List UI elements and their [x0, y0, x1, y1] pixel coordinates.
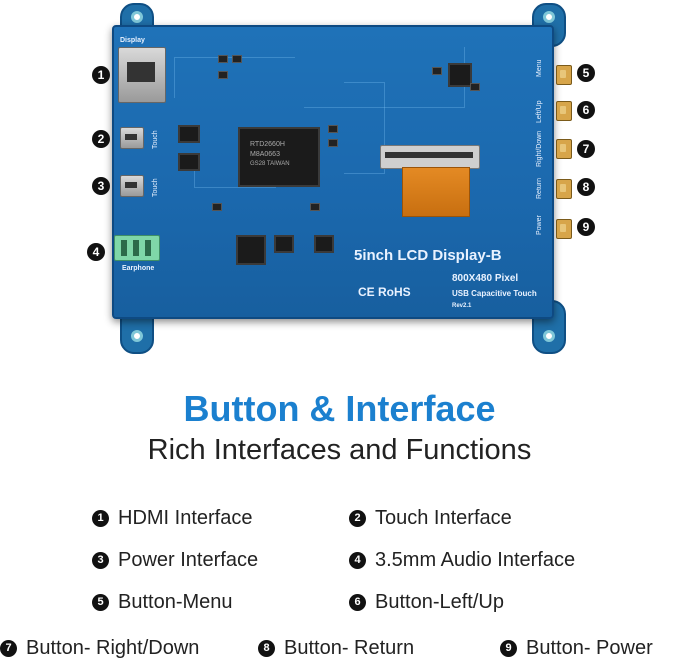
feature-label: Power Interface	[118, 549, 259, 571]
passive-component	[432, 67, 442, 75]
chip-text-1: RTD2660H	[250, 141, 285, 148]
feature-number: 6	[349, 594, 366, 611]
passive-component	[212, 203, 222, 211]
passive-component	[470, 83, 480, 91]
chip-text-3: GS28 TAIWAN	[250, 161, 290, 167]
menu-button	[556, 65, 572, 85]
resolution-text: 800X480 Pixel	[452, 273, 519, 284]
feature-item: 4 3.5mm Audio Interface	[349, 549, 575, 572]
callout-2: 2	[92, 130, 110, 148]
feature-number: 8	[258, 640, 275, 657]
fpc-ribbon	[402, 167, 470, 217]
right-down-button	[556, 139, 572, 159]
feature-item: 1 HDMI Interface	[92, 507, 252, 530]
callout-8: 8	[577, 178, 595, 196]
feature-item: 7 Button- Right/Down	[0, 637, 199, 660]
pcb-trace	[344, 82, 385, 174]
feature-number: 3	[92, 552, 109, 569]
return-label: Return	[536, 177, 543, 199]
chip-text-2: M8A0663	[250, 151, 280, 158]
passive-component	[218, 71, 228, 79]
feature-number: 7	[0, 640, 17, 657]
section-title: Button & Interface	[183, 388, 496, 429]
passive-component	[328, 139, 338, 147]
return-button	[556, 179, 572, 199]
touch-usb-port	[120, 127, 144, 149]
power-label: Power	[536, 215, 543, 235]
feature-label: 3.5mm Audio Interface	[375, 549, 576, 571]
display-label: Display	[120, 37, 145, 44]
feature-item: 9 Button- Power	[500, 637, 653, 660]
touch-label-2: Touch	[152, 178, 159, 197]
feature-label: Button- Return	[284, 637, 415, 659]
menu-label: Menu	[536, 59, 543, 77]
feature-label: Button- Right/Down	[26, 637, 200, 659]
callout-4: 4	[87, 243, 105, 261]
left-up-label: Left/Up	[536, 100, 543, 123]
small-ic	[314, 235, 334, 253]
feature-number: 5	[92, 594, 109, 611]
feature-item: 6 Button-Left/Up	[349, 591, 504, 614]
feature-label: Button- Power	[526, 637, 653, 659]
feature-label: Button-Menu	[118, 591, 233, 613]
right-down-label: Right/Down	[536, 130, 543, 167]
pcb-trace	[174, 57, 295, 98]
small-ic	[178, 153, 200, 171]
feature-item: 5 Button-Menu	[92, 591, 233, 614]
section-subtitle: Rich Interfaces and Functions	[147, 434, 532, 466]
feature-number: 1	[92, 510, 109, 527]
lcd-board: Display Touch Touch Earphone RTD2660H M8…	[112, 25, 572, 319]
left-up-button	[556, 101, 572, 121]
main-chip: RTD2660H M8A0663 GS28 TAIWAN	[238, 127, 320, 187]
inductor	[448, 63, 472, 87]
callout-5: 5	[577, 64, 595, 82]
touch-type-text: USB Capacitive Touch	[452, 289, 537, 298]
passive-component	[232, 55, 242, 63]
feature-label: Button-Left/Up	[375, 591, 504, 613]
cert-marks: CE RoHS	[358, 285, 411, 299]
passive-component	[328, 125, 338, 133]
feature-label: Touch Interface	[375, 507, 512, 529]
hdmi-port	[118, 47, 166, 103]
power-usb-port	[120, 175, 144, 197]
touch-label-1: Touch	[152, 130, 159, 149]
callout-1: 1	[92, 66, 110, 84]
feature-number: 2	[349, 510, 366, 527]
callout-7: 7	[577, 140, 595, 158]
callout-6: 6	[577, 101, 595, 119]
feature-number: 9	[500, 640, 517, 657]
callout-3: 3	[92, 177, 110, 195]
passive-component	[218, 55, 228, 63]
feature-item: 8 Button- Return	[258, 637, 414, 660]
callout-9: 9	[577, 218, 595, 236]
small-ic	[274, 235, 294, 253]
passive-component	[310, 203, 320, 211]
revision-text: Rev2.1	[452, 303, 472, 309]
power-button	[556, 219, 572, 239]
fpc-connector	[380, 145, 480, 169]
feature-number: 4	[349, 552, 366, 569]
earphone-label: Earphone	[122, 265, 155, 272]
feature-item: 2 Touch Interface	[349, 507, 512, 530]
audio-jack	[114, 235, 160, 261]
feature-label: HDMI Interface	[118, 507, 253, 529]
small-ic	[178, 125, 200, 143]
small-ic	[236, 235, 266, 265]
feature-item: 3 Power Interface	[92, 549, 258, 572]
product-name: 5inch LCD Display-B	[354, 247, 502, 264]
